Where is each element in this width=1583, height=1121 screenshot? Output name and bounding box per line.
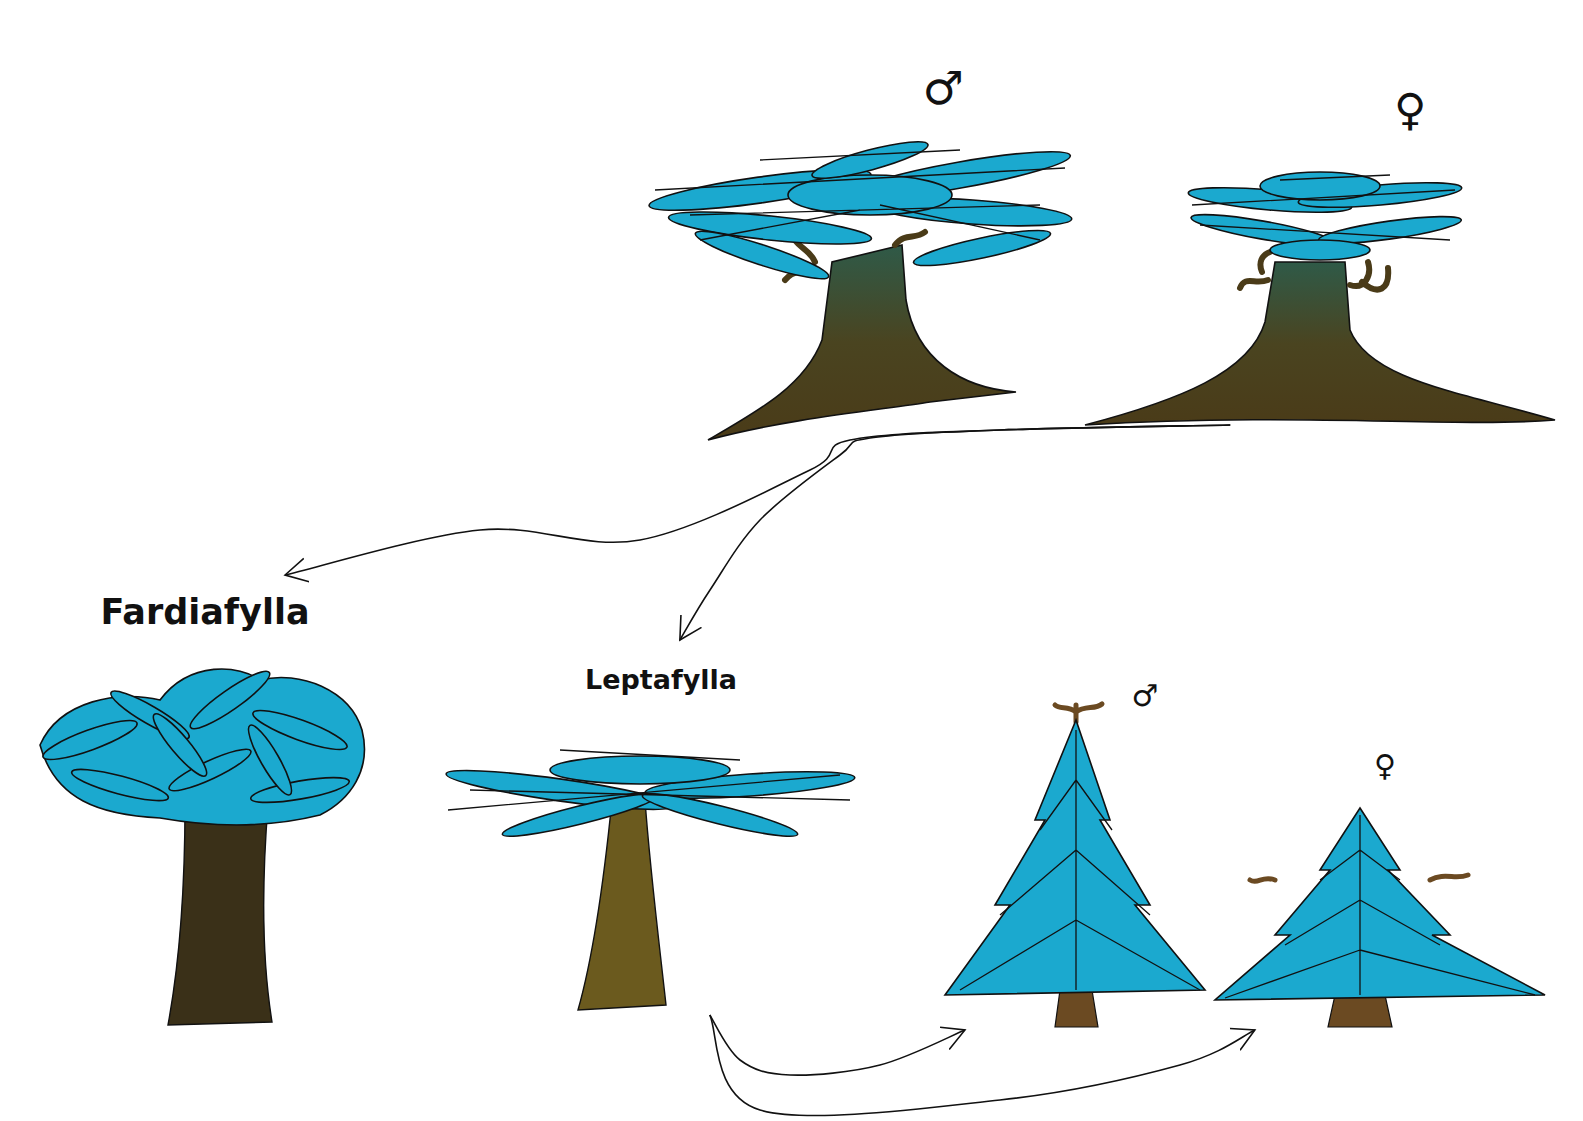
ancestral-male-tree-part: [911, 224, 1052, 273]
fardiafylla-tree-part: [185, 664, 275, 735]
fardiafylla-tree-part: [147, 709, 212, 782]
conifer-male-tree-part: [960, 730, 1200, 990]
fardiafylla-tree-part: [242, 721, 298, 799]
fardiafylla-tree-part: [249, 772, 351, 807]
fardiafylla-tree-part: [69, 763, 170, 806]
conifer-male-tree-part: [1055, 990, 1098, 1027]
conifer-female-tree: [1215, 808, 1545, 1027]
female-symbol: ♀: [1394, 86, 1426, 134]
leptafylla-tree-part: [578, 800, 666, 1010]
conifer-male-tree-part: [1055, 704, 1102, 722]
ancestral-male-tree-part: [655, 150, 1065, 240]
ancestral-male-tree-part: [809, 135, 930, 185]
ancestral-female-tree-part: [1270, 240, 1370, 260]
tree-node: Fardiafylla: [25, 575, 375, 1025]
conifer-male-tree-part: [945, 720, 1205, 995]
fardiafylla-tree: [40, 664, 365, 1025]
ancestral-female-tree: [1085, 172, 1555, 425]
tree-node: ♂: [935, 675, 1215, 1030]
ancestral-male-tree: [647, 135, 1072, 440]
ancestral-female-tree-part: [1085, 262, 1555, 425]
genus-label: Fardiafylla: [100, 593, 309, 632]
descent-arrow: [680, 425, 1230, 640]
conifer-female-tree-part: [1225, 815, 1535, 998]
conifer-male-tree: [945, 704, 1205, 1027]
tree-node: Leptafylla: [440, 640, 855, 1015]
conifer-female-tree-part: [1215, 808, 1545, 1000]
descent-arrow: [710, 1015, 965, 1075]
leptafylla-tree-part: [500, 787, 660, 843]
tree-node: ♀: [1080, 85, 1560, 425]
leptafylla-tree-part: [448, 750, 850, 810]
ancestral-male-tree-part: [708, 245, 1016, 440]
ancestral-female-tree-part: [1192, 175, 1455, 240]
tree-node: ♂: [650, 55, 1070, 440]
leptafylla-tree: [445, 750, 856, 1010]
female-symbol: ♀: [1374, 749, 1396, 782]
leptafylla-tree-part: [550, 756, 730, 784]
fardiafylla-tree-part: [40, 714, 141, 767]
descent-arrow: [710, 1015, 1255, 1116]
descent-arrow: [285, 425, 1230, 575]
fardiafylla-tree-part: [168, 805, 272, 1025]
genus-label: Leptafylla: [585, 665, 737, 695]
male-symbol: ♂: [922, 63, 963, 114]
conifer-female-tree-part: [1250, 875, 1468, 881]
male-symbol: ♂: [1132, 679, 1159, 712]
fardiafylla-tree-part: [40, 669, 364, 825]
tree-node: ♀: [1215, 745, 1550, 1030]
conifer-female-tree-part: [1328, 995, 1392, 1027]
ancestral-male-tree-part: [692, 224, 831, 286]
